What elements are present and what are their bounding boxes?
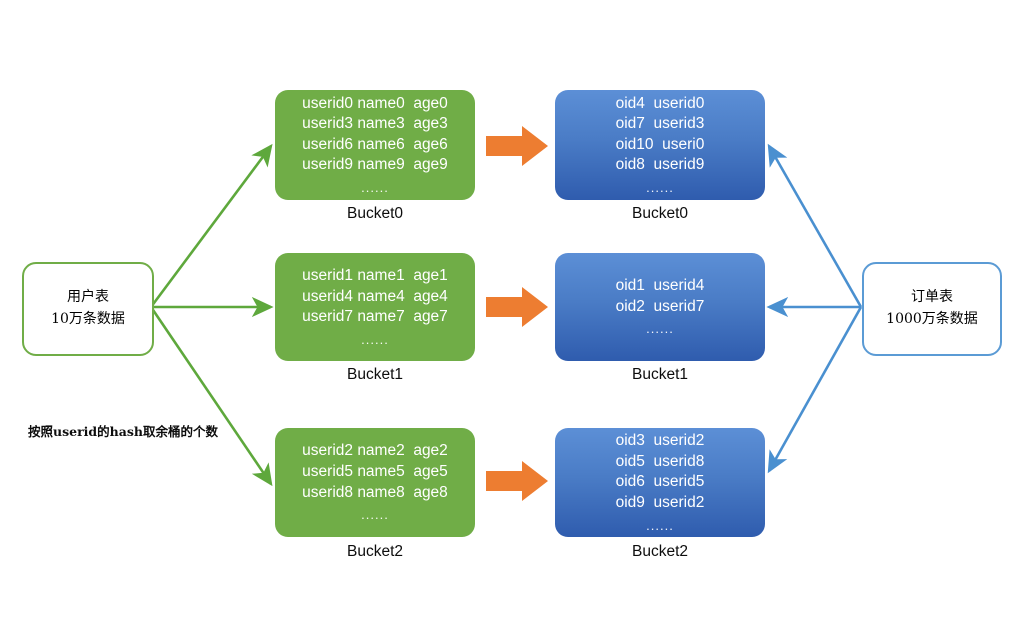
connector-user-to-bucket0 bbox=[149, 143, 273, 308]
user-bucket-2-label: Bucket2 bbox=[346, 543, 403, 560]
user-bucket-0[interactable]: userid0 name0 age0 userid3 name3 age3 us… bbox=[275, 90, 475, 200]
bucket-ellipsis: ...... bbox=[361, 180, 389, 196]
bucket-row: oid4 userid0 bbox=[615, 94, 705, 112]
user-bucket-1[interactable]: userid1 name1 age1 userid4 name4 age4 us… bbox=[275, 253, 475, 361]
bucket-row: userid8 name8 age8 bbox=[302, 483, 448, 501]
bucket-ellipsis: ...... bbox=[646, 180, 674, 196]
flow-arrow-bucket1 bbox=[486, 287, 548, 327]
bucket-ellipsis: ...... bbox=[646, 321, 674, 337]
connector-order-to-bucket0 bbox=[767, 143, 863, 308]
bucket-ellipsis: ...... bbox=[361, 331, 389, 347]
bucket-row: oid1 userid4 bbox=[615, 277, 705, 295]
user-bucket-2[interactable]: userid2 name2 age2 userid5 name5 age5 us… bbox=[275, 428, 475, 537]
bucket-row: oid3 userid2 bbox=[615, 432, 705, 450]
user-bucket-0-label: Bucket0 bbox=[346, 205, 403, 222]
flow-arrow-bucket0 bbox=[486, 126, 548, 166]
bucket-row: oid5 userid8 bbox=[615, 452, 705, 470]
order-table-line1: 订单表 bbox=[911, 289, 953, 306]
bucket-row: userid2 name2 age2 bbox=[302, 442, 448, 460]
user-bucket-1-label: Bucket1 bbox=[346, 366, 403, 383]
bucket-row: userid0 name0 age0 bbox=[302, 94, 448, 112]
user-table-line2: 10万条数据 bbox=[51, 311, 125, 327]
bucket-row: oid7 userid3 bbox=[615, 115, 705, 133]
bucket-row: userid5 name5 age5 bbox=[302, 463, 448, 481]
order-table-node[interactable]: 订单表 1000万条数据 bbox=[862, 262, 1002, 356]
bucket-ellipsis: ...... bbox=[646, 517, 674, 533]
bucket-row: userid9 name9 age9 bbox=[302, 156, 448, 174]
bucket-row: oid8 userid9 bbox=[615, 156, 705, 174]
bucket-row: userid7 name7 age7 bbox=[302, 308, 448, 326]
order-bucket-1-label: Bucket1 bbox=[631, 366, 688, 383]
user-table-line1: 用户表 bbox=[67, 289, 109, 306]
user-table-node[interactable]: 用户表 10万条数据 bbox=[22, 262, 154, 356]
order-bucket-2[interactable]: oid3 userid2 oid5 userid8 oid6 userid5 o… bbox=[555, 428, 765, 537]
order-table-line2: 1000万条数据 bbox=[886, 311, 978, 327]
bucket-ellipsis: ...... bbox=[361, 507, 389, 523]
bucket-row: oid2 userid7 bbox=[615, 297, 705, 315]
order-bucket-0-label: Bucket0 bbox=[631, 205, 688, 222]
flow-arrow-group bbox=[486, 126, 548, 501]
connector-order-to-bucket2 bbox=[767, 306, 863, 474]
bucket-row: userid4 name4 age4 bbox=[302, 287, 448, 305]
bucket-row: userid3 name3 age3 bbox=[302, 115, 448, 133]
connector-user-to-bucket2 bbox=[149, 306, 273, 487]
hash-rule-note: 按照userid的hash取余桶的个数 bbox=[28, 424, 218, 439]
bucket-row: oid6 userid5 bbox=[615, 473, 705, 491]
flow-arrow-bucket2 bbox=[486, 461, 548, 501]
order-bucket-2-label: Bucket2 bbox=[631, 543, 688, 560]
order-bucket-1[interactable]: oid1 userid4 oid2 userid7 ...... bbox=[555, 253, 765, 361]
bucket-row: oid9 userid2 bbox=[615, 493, 705, 511]
bucket-row: oid10 useri0 bbox=[615, 135, 705, 153]
bucket-row: userid6 name6 age6 bbox=[302, 135, 448, 153]
order-bucket-0[interactable]: oid4 userid0 oid7 userid3 oid10 useri0 o… bbox=[555, 90, 765, 200]
bucket-row: userid1 name1 age1 bbox=[302, 266, 448, 284]
